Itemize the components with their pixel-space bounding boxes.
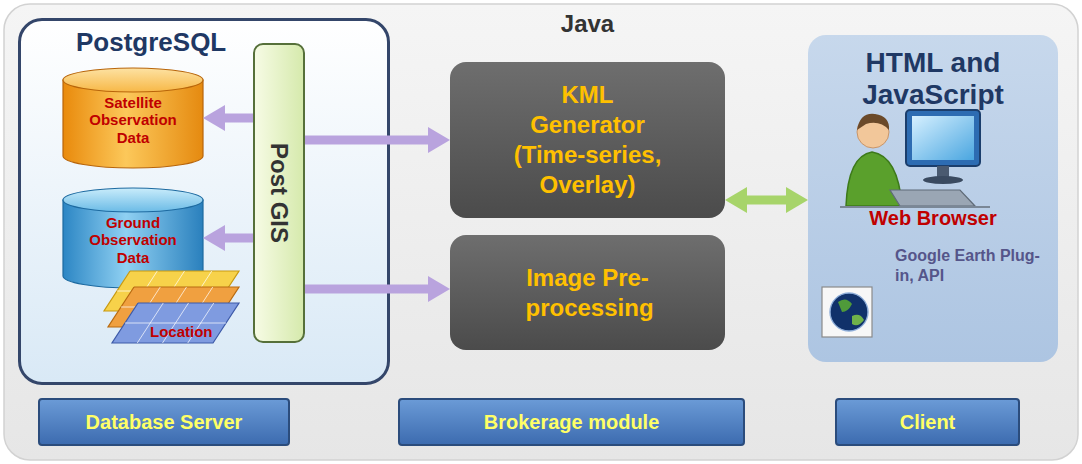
map-sheet <box>112 303 239 343</box>
data-flow-arrow <box>225 114 253 123</box>
label-holder: Java <box>450 10 725 38</box>
user-computer-icon <box>840 110 990 207</box>
globe-land <box>852 315 864 326</box>
person-body <box>846 152 902 206</box>
cylinder-top <box>63 68 203 92</box>
tier-label-box: Brokerage module <box>398 398 745 446</box>
person-hair <box>857 114 889 130</box>
monitor-screen <box>912 116 974 160</box>
client-panel: HTML and JavaScriptWeb BrowserGoogle Ear… <box>808 35 1058 362</box>
extension-label: Post GIS <box>265 143 293 243</box>
panel-title: PostgreSQL <box>76 27 387 58</box>
app-label: Web Browser <box>808 207 1058 230</box>
globe-land <box>838 299 852 312</box>
globe-rim <box>830 293 868 331</box>
cylinder-top <box>63 188 203 212</box>
panel-title: HTML and JavaScript <box>808 35 1058 111</box>
google-earth-icon <box>822 287 872 337</box>
tier-label-box: Client <box>835 398 1020 446</box>
data-flow-arrow <box>747 196 786 205</box>
database-panel: PostgreSQL Satellite Observation DataGrou… <box>18 18 390 385</box>
monitor-stand <box>937 166 949 178</box>
process-label: KML Generator (Time-series, Overlay) <box>503 80 673 200</box>
map-label: Location <box>150 323 213 340</box>
process-label: Image Pre-processing <box>526 263 650 323</box>
layers-shape <box>98 265 243 360</box>
tier-label: Client <box>900 411 956 434</box>
outer-panel <box>4 4 1078 460</box>
data-flow-arrow <box>305 136 428 145</box>
data-store-label: Ground Observation Data <box>63 188 203 266</box>
keyboard <box>890 190 975 206</box>
globe <box>830 293 868 331</box>
tier-label: Brokerage module <box>484 411 660 434</box>
tier-label-box: Database Server <box>38 398 290 446</box>
postgis-bar: Post GIS <box>253 43 305 343</box>
map-layer <box>112 303 239 343</box>
data-flow-arrow <box>225 234 253 243</box>
section-title: Java <box>450 10 725 38</box>
plugin-label: Google Earth Plug-in, API <box>895 246 1045 286</box>
desk <box>840 206 990 208</box>
database-cylinder: Satellite Observation Data <box>63 68 203 168</box>
monitor-base <box>923 176 963 184</box>
data-store-label: Satellite Observation Data <box>63 68 203 146</box>
process-box: KML Generator (Time-series, Overlay) <box>450 62 725 218</box>
process-box: Image Pre-processing <box>450 235 725 350</box>
monitor <box>906 110 980 166</box>
map-layers: Location <box>98 265 243 360</box>
person-head <box>857 116 889 148</box>
data-flow-arrow <box>305 285 428 294</box>
tier-label: Database Server <box>86 411 243 434</box>
icon-card <box>822 287 872 337</box>
